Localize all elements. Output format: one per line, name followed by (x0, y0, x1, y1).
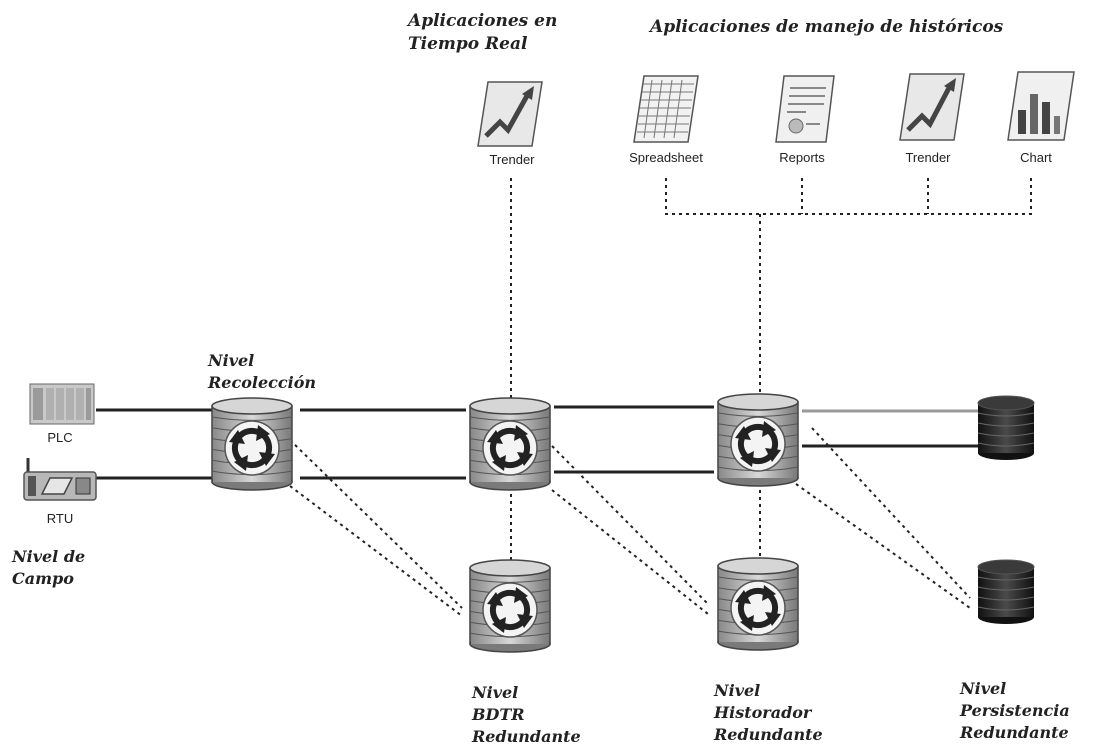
bdtr-server-icon (469, 397, 551, 491)
level-bdtr-line3: Redundante (472, 727, 581, 746)
historic-trender-label: Trender (905, 150, 951, 165)
realtime-apps-header-line2: Tiempo Real (408, 34, 528, 54)
reports-label: Reports (779, 150, 825, 165)
spreadsheet-icon (633, 75, 699, 143)
bdtr-to-historian-redundant-a (551, 445, 709, 605)
plc-device-icon (29, 383, 95, 425)
report-document-icon (775, 75, 835, 143)
level-persistencia-line3: Redundante (960, 723, 1069, 742)
chart-label: Chart (1020, 150, 1052, 165)
level-historador-line2: Historador (714, 703, 812, 722)
plc-label: PLC (47, 430, 73, 445)
sync-arrows-icon (735, 585, 781, 631)
level-bdtr-line1: Nivel (472, 683, 519, 702)
level-persistencia-line2: Persistencia (960, 701, 1070, 720)
bdtr-to-historian-redundant-b (551, 489, 709, 615)
level-historador-line3: Redundante (714, 725, 823, 744)
rtu-label: RTU (46, 511, 74, 526)
rtu-device-icon (23, 458, 97, 501)
sync-arrows-icon (487, 425, 533, 471)
level-campo-line1: Nivel de (12, 547, 86, 566)
sync-arrows-icon (487, 587, 533, 633)
persistence-redundant-database-icon (977, 559, 1035, 624)
level-persistencia-line1: Nivel (960, 679, 1007, 698)
historian-to-persistence-redundant-b (795, 483, 971, 609)
spreadsheet-label: Spreadsheet (629, 150, 703, 165)
trend-chart-icon (477, 81, 543, 147)
realtime-trender-label: Trender (489, 152, 535, 167)
historian-server-icon (717, 393, 799, 487)
historian-redundant-server-icon (717, 557, 799, 651)
historic-apps-bus (665, 178, 1032, 215)
level-recoleccion-line1: Nivel (208, 351, 255, 370)
level-campo-line2: Campo (12, 569, 74, 588)
historic-apps-header: Aplicaciones de manejo de históricos (650, 17, 1004, 37)
trend-chart-icon (899, 73, 965, 141)
collector-to-bdtr-redundant-a (289, 439, 463, 609)
sync-arrows-icon (229, 425, 275, 471)
level-bdtr-line2: BDTR (472, 705, 525, 724)
bdtr-redundant-server-icon (469, 559, 551, 653)
collector-to-bdtr-redundant-b (289, 485, 463, 617)
level-recoleccion-line2: Recolección (208, 373, 317, 392)
sync-arrows-icon (735, 421, 781, 467)
realtime-apps-header-line1: Aplicaciones en (408, 11, 558, 31)
persistence-database-icon (977, 395, 1035, 460)
bar-chart-icon (1007, 71, 1075, 141)
level-historador-line1: Nivel (714, 681, 761, 700)
collector-server-icon (211, 397, 293, 491)
